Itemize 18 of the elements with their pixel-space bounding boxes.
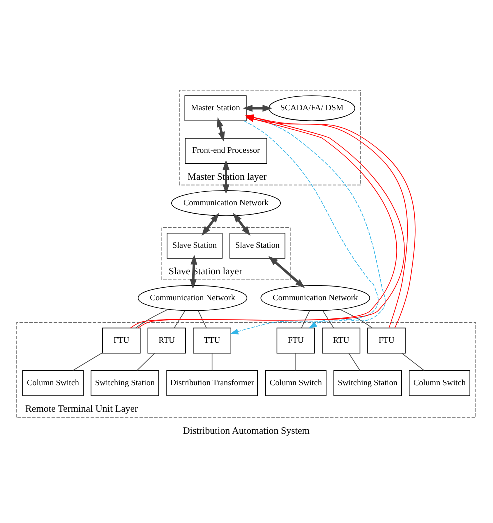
connector (136, 352, 156, 371)
arrow (230, 120, 379, 334)
caption: Distribution Automation System (183, 425, 310, 436)
connector (212, 352, 213, 371)
arrow (202, 212, 220, 236)
arrow (242, 104, 273, 112)
arrow (268, 256, 306, 288)
connector (402, 352, 425, 371)
connector (136, 308, 169, 328)
connector (174, 310, 186, 328)
arrow (233, 212, 251, 236)
arrow (190, 254, 198, 289)
connector (301, 310, 310, 328)
connector (72, 352, 104, 371)
connector (322, 310, 334, 328)
connector (348, 352, 360, 371)
connector (340, 308, 373, 328)
connector (198, 310, 207, 328)
